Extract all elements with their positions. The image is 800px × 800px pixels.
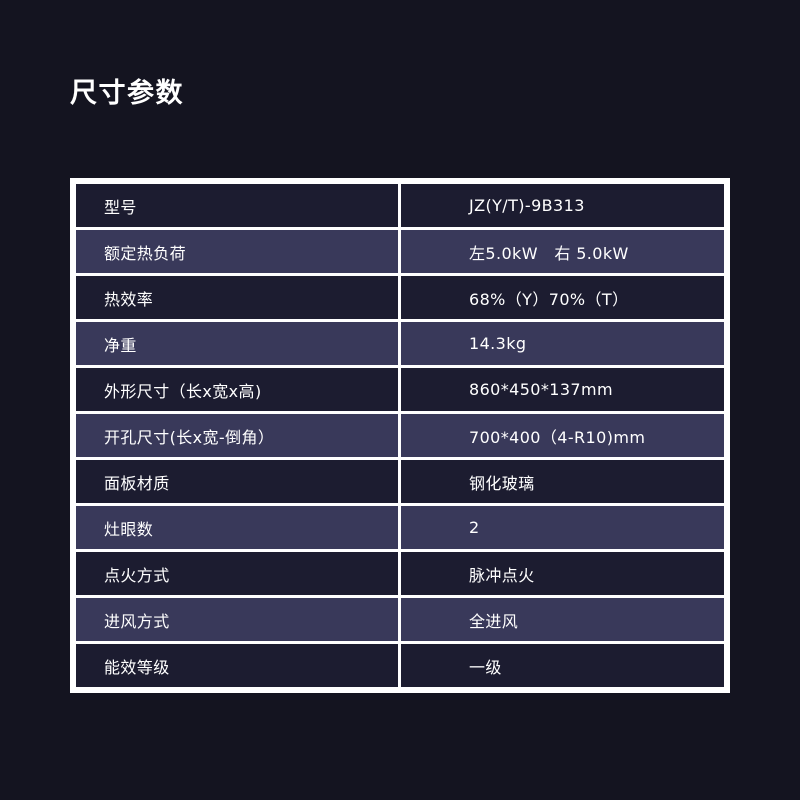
spec-label-cell: 进风方式 — [76, 598, 398, 641]
spec-label-cell: 额定热负荷 — [76, 230, 398, 273]
spec-label-cell: 净重 — [76, 322, 398, 365]
table-row: 能效等级 一级 — [76, 644, 724, 687]
spec-label-cell: 灶眼数 — [76, 506, 398, 549]
spec-value-cell: 钢化玻璃 — [401, 460, 724, 503]
spec-value-cell: 68%（Y）70%（T） — [401, 276, 724, 319]
spec-value-cell: 2 — [401, 506, 724, 549]
spec-value-text: 一级 — [469, 657, 502, 677]
spec-label-text: 能效等级 — [104, 657, 170, 677]
spec-value-text: 68%（Y）70%（T） — [469, 289, 629, 309]
spec-value-text: 860*450*137mm — [469, 380, 613, 399]
table-row: 开孔尺寸(长x宽-倒角） 700*400（4-R10)mm — [76, 414, 724, 457]
spec-label-text: 灶眼数 — [104, 519, 154, 539]
spec-value-cell: 全进风 — [401, 598, 724, 641]
spec-value-text: 2 — [469, 518, 480, 537]
spec-label-text: 净重 — [104, 335, 137, 355]
table-row: 面板材质 钢化玻璃 — [76, 460, 724, 503]
spec-value-cell: 脉冲点火 — [401, 552, 724, 595]
spec-label-text: 外形尺寸（长x宽x高) — [104, 381, 262, 401]
spec-value-cell: 860*450*137mm — [401, 368, 724, 411]
table-row: 热效率 68%（Y）70%（T） — [76, 276, 724, 319]
page-title: 尺寸参数 — [70, 78, 184, 109]
spec-value-cell: 14.3kg — [401, 322, 724, 365]
spec-value-text: 钢化玻璃 — [469, 473, 535, 493]
spec-value-text: 左5.0kW 右 5.0kW — [469, 243, 629, 263]
spec-label-text: 点火方式 — [104, 565, 170, 585]
spec-value-cell: 左5.0kW 右 5.0kW — [401, 230, 724, 273]
spec-label-cell: 能效等级 — [76, 644, 398, 687]
spec-label-cell: 开孔尺寸(长x宽-倒角） — [76, 414, 398, 457]
spec-value-text: JZ(Y/T)-9B313 — [469, 196, 585, 215]
spec-value-cell: 700*400（4-R10)mm — [401, 414, 724, 457]
spec-label-text: 热效率 — [104, 289, 154, 309]
spec-label-cell: 型号 — [76, 184, 398, 227]
spec-value-cell: 一级 — [401, 644, 724, 687]
spec-value-text: 700*400（4-R10)mm — [469, 427, 646, 447]
spec-table: 型号 JZ(Y/T)-9B313 额定热负荷 左5.0kW 右 5.0kW 热效率 68%… — [70, 178, 730, 693]
table-row: 点火方式 脉冲点火 — [76, 552, 724, 595]
spec-label-text: 开孔尺寸(长x宽-倒角） — [104, 427, 275, 447]
spec-label-cell: 外形尺寸（长x宽x高) — [76, 368, 398, 411]
spec-value-text: 脉冲点火 — [469, 565, 535, 585]
spec-label-text: 额定热负荷 — [104, 243, 187, 263]
spec-label-cell: 热效率 — [76, 276, 398, 319]
table-row: 外形尺寸（长x宽x高) 860*450*137mm — [76, 368, 724, 411]
spec-label-text: 型号 — [104, 197, 137, 217]
table-row: 额定热负荷 左5.0kW 右 5.0kW — [76, 230, 724, 273]
table-row: 型号 JZ(Y/T)-9B313 — [76, 184, 724, 227]
table-row: 进风方式 全进风 — [76, 598, 724, 641]
spec-value-text: 全进风 — [469, 611, 519, 631]
spec-label-text: 进风方式 — [104, 611, 170, 631]
spec-label-text: 面板材质 — [104, 473, 170, 493]
table-row: 灶眼数 2 — [76, 506, 724, 549]
table-row: 净重 14.3kg — [76, 322, 724, 365]
spec-value-text: 14.3kg — [469, 334, 527, 353]
spec-label-cell: 点火方式 — [76, 552, 398, 595]
spec-value-cell: JZ(Y/T)-9B313 — [401, 184, 724, 227]
spec-label-cell: 面板材质 — [76, 460, 398, 503]
